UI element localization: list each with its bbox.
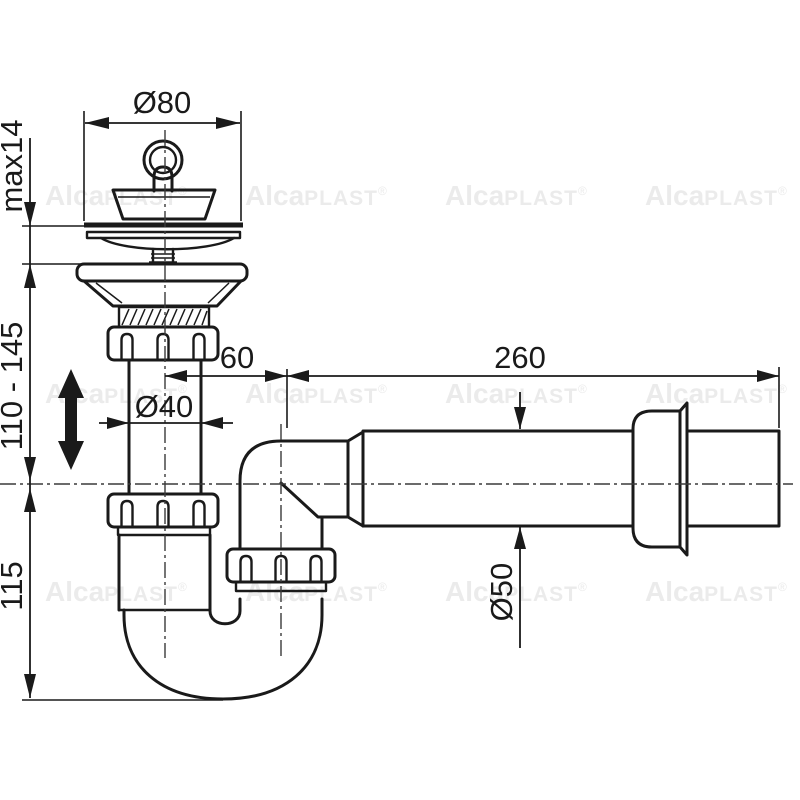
union-nut-trap-inlet	[106, 492, 220, 537]
brand-watermark: AlcaPLAST®	[445, 378, 587, 409]
pipe-right-section	[685, 429, 781, 528]
brand-watermark: AlcaPLAST®	[645, 180, 787, 211]
nut-slot	[239, 554, 253, 583]
trap-inlet-tube	[117, 533, 212, 612]
nut-slot	[309, 554, 323, 583]
strainer-gasket-plate	[85, 230, 242, 240]
nut-slot	[274, 554, 288, 583]
dimension-diameter-40: Ø40	[99, 389, 233, 429]
pipe-left-section	[361, 429, 635, 528]
brand-watermark: AlcaPLAST®	[645, 576, 787, 607]
watermark-layer: AlcaPLAST® AlcaPLAST® AlcaPLAST® AlcaPLAST®…	[45, 180, 787, 607]
brand-watermark: AlcaPLAST®	[45, 180, 187, 211]
dim-label-60: 60	[220, 340, 254, 375]
outlet-pipe	[346, 401, 781, 557]
brand-watermark: AlcaPLAST®	[445, 576, 587, 607]
thread-ring	[117, 305, 211, 329]
nut-slot	[120, 499, 134, 528]
dim-label-diameter-80: Ø80	[133, 85, 192, 120]
dimension-left-stack: max14 110 - 145 115	[0, 119, 223, 701]
tailpipe	[127, 358, 203, 496]
waste-flange-top	[75, 262, 249, 283]
nut-slot	[192, 332, 206, 361]
adjustability-arrow	[58, 369, 84, 470]
dim-label-diameter-50: Ø50	[484, 563, 519, 622]
brand-watermark: AlcaPLAST®	[45, 576, 187, 607]
brand-watermark: AlcaPLAST®	[645, 378, 787, 409]
dimension-diameter-50: Ø50	[484, 392, 526, 648]
nut-slot	[156, 332, 170, 361]
centerlines	[0, 130, 793, 658]
trap-outer-bend	[122, 597, 324, 701]
strainer-screw	[149, 247, 177, 264]
brand-watermark: AlcaPLAST®	[445, 180, 587, 211]
waste-flange-cone-inner	[95, 282, 230, 304]
pipe-socket	[346, 430, 365, 528]
strainer-assembly	[75, 222, 249, 329]
strainer-top-plate	[84, 222, 243, 228]
dim-label-adjust-range: 110 - 145	[0, 322, 29, 451]
dim-label-max14: max14	[0, 119, 29, 212]
strainer-dish	[99, 236, 236, 251]
compression-collar	[631, 401, 689, 557]
trap-inner-bend	[208, 597, 242, 626]
union-nut-top	[106, 325, 220, 362]
elbow	[238, 439, 350, 551]
dimension-60: 60	[165, 340, 287, 382]
dimension-diameter-80: Ø80	[83, 85, 242, 221]
nut-slot	[120, 332, 134, 361]
brand-watermark: AlcaPLAST®	[245, 180, 387, 211]
trap-inlet-step	[116, 525, 212, 537]
drain-plug-assembly	[111, 139, 217, 221]
dimension-260: 260	[286, 340, 780, 428]
plug-ring-stem	[152, 165, 174, 193]
plug-ring-outer	[142, 139, 184, 181]
brand-watermark: AlcaPLAST®	[245, 378, 387, 409]
dim-label-260: 260	[494, 340, 546, 375]
plug-ring-inner	[148, 145, 178, 175]
nut-slot	[156, 499, 170, 528]
p-trap-body	[117, 533, 324, 701]
dim-label-115: 115	[0, 561, 29, 610]
plug-body	[111, 188, 217, 221]
nut-slot	[192, 499, 206, 528]
dim-label-diameter-40: Ø40	[135, 389, 194, 424]
